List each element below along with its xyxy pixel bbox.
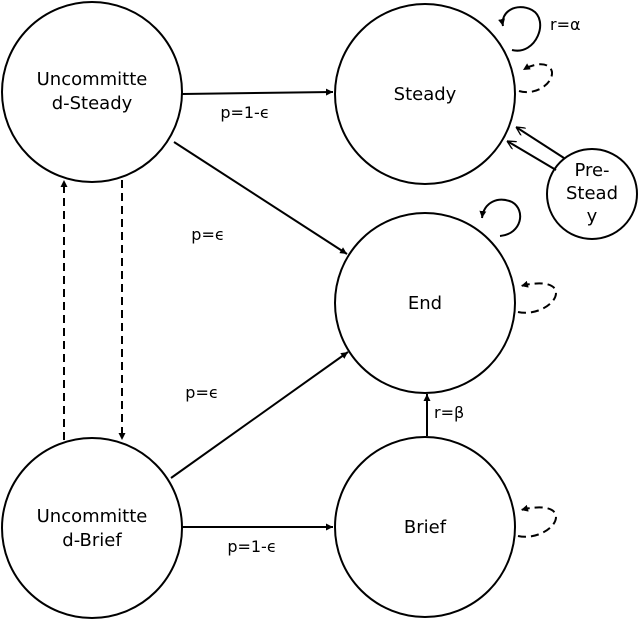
node-uncommitted-steady: Uncommitte d-Steady bbox=[1, 1, 183, 183]
edge-brief-to-end-label: r=β bbox=[434, 403, 464, 422]
node-brief-label: Brief bbox=[404, 517, 447, 538]
node-uncommitted-steady-label-line1: Uncommitte bbox=[37, 69, 148, 90]
node-uncommitted-brief: Uncommitte d-Brief bbox=[1, 437, 183, 619]
node-pre-steady-label-line3: y bbox=[587, 206, 598, 227]
node-pre-steady-label-line2: Stead bbox=[566, 183, 618, 204]
node-pre-steady-label-line1: Pre- bbox=[574, 160, 609, 181]
self-loop-steady-dashed bbox=[518, 63, 553, 94]
node-steady: Steady bbox=[334, 3, 516, 185]
self-loop-end-solid bbox=[479, 198, 522, 237]
edge-us-to-steady bbox=[181, 88, 334, 96]
node-uncommitted-steady-label-line2: d-Steady bbox=[52, 93, 133, 114]
self-loop-steady-label: r=α bbox=[550, 15, 581, 34]
node-pre-steady: Pre- Stead y bbox=[546, 148, 638, 240]
edge-us-to-end bbox=[173, 141, 348, 255]
edge-us-to-end-label: p=ϵ bbox=[191, 225, 224, 244]
self-loop-steady-solid bbox=[498, 6, 542, 52]
edge-pre-steady-to-steady-1 bbox=[516, 126, 565, 159]
edge-pre-steady-to-steady-2 bbox=[507, 140, 557, 171]
self-loop-end-dashed bbox=[517, 280, 558, 314]
node-end-label: End bbox=[408, 293, 442, 314]
self-loop-brief-dashed bbox=[517, 504, 558, 538]
node-end: End bbox=[334, 212, 516, 394]
node-steady-label: Steady bbox=[394, 84, 457, 105]
edge-us-to-steady-label: p=1-ϵ bbox=[220, 103, 269, 122]
edge-ub-to-brief-label: p=1-ϵ bbox=[227, 537, 276, 556]
edge-ub-to-end-label: p=ϵ bbox=[185, 383, 218, 402]
node-brief: Brief bbox=[334, 436, 516, 618]
edge-ub-to-end bbox=[170, 351, 349, 479]
node-uncommitted-brief-label-line2: d-Brief bbox=[62, 530, 122, 551]
node-uncommitted-brief-label-line1: Uncommitte bbox=[37, 506, 148, 527]
